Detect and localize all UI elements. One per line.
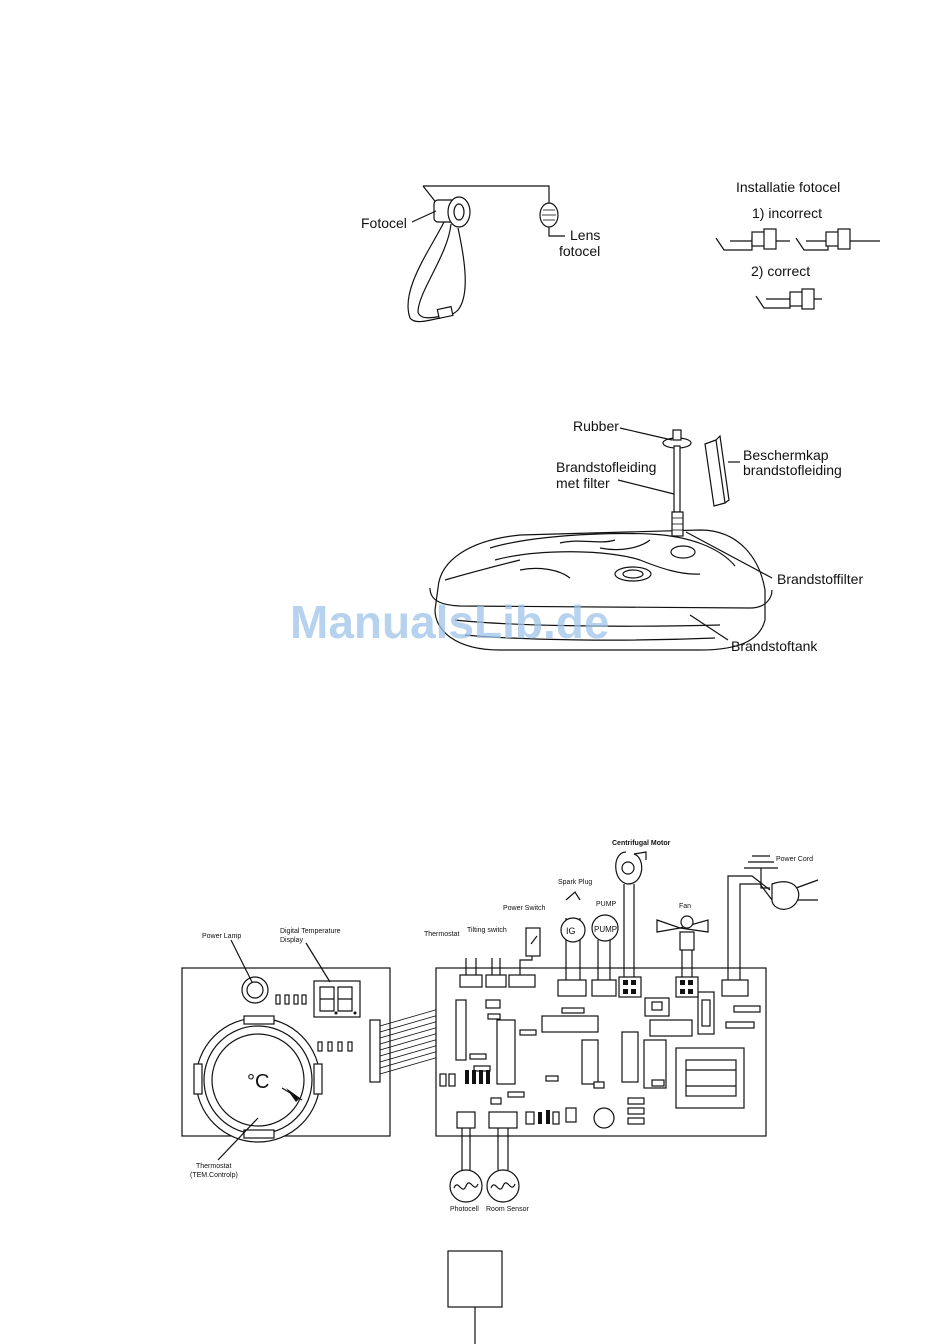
cover-label-1: Beschermkap (743, 447, 829, 463)
digital-display (313, 980, 361, 1018)
centrifugal-motor-label: Centrifugal Motor (612, 840, 671, 847)
pump-symbol: PUMP (594, 925, 617, 934)
sensors-illustration (449, 1128, 520, 1203)
cover-label-2: brandstofleiding (743, 462, 842, 478)
correct-install-illustration (755, 288, 822, 310)
wiring-figure: °C (181, 840, 819, 1213)
rubber-label: Rubber (573, 418, 619, 434)
lens-illustration (539, 202, 565, 237)
incorrect-label: 1) incorrect (752, 205, 822, 221)
control-board: °C (181, 939, 391, 1161)
power-cord-label: Power Cord (776, 856, 813, 863)
fuel-line-label-2: met filter (556, 475, 610, 491)
spark-plug-label: Spark Plug (558, 879, 592, 886)
correct-label: 2) correct (751, 263, 810, 279)
photocell-illustration (407, 196, 471, 323)
power-cord-illustration (727, 855, 819, 980)
lens-label-1: Lens (570, 227, 600, 243)
digital-temp-label-2: Display (280, 937, 303, 944)
fotocel-label: Fotocel (361, 215, 407, 231)
main-board (435, 927, 767, 1137)
protective-cap-illustration (704, 434, 730, 507)
celsius-label: °C (247, 1071, 269, 1093)
install-title: Installatie fotocel (736, 179, 840, 195)
page-number-box (447, 1250, 503, 1344)
pump-label: PUMP (596, 901, 617, 908)
fuel-line-illustration (662, 429, 692, 537)
power-switch-label: Power Switch (503, 905, 546, 912)
digital-temp-label-1: Digital Temperature (280, 928, 341, 935)
ig-symbol: IG (566, 926, 576, 936)
tank-figure: Rubber Brandstofleiding met filter Besch… (429, 418, 863, 654)
tank-label: Brandstoftank (731, 638, 818, 654)
centrifugal-motor-illustration (615, 851, 647, 977)
thermostat-label-1: Thermostat (196, 1163, 231, 1170)
fan-label: Fan (679, 903, 691, 910)
fan-illustration (656, 915, 709, 977)
ignition-illustration: IG PUMP (560, 891, 619, 980)
watermark: ManualsLib.de (290, 596, 609, 648)
thermostat-connector-label: Thermostat (424, 931, 459, 938)
fuel-tank-illustration (429, 529, 773, 651)
lens-label-2: fotocel (559, 243, 600, 259)
fuel-line-label-1: Brandstofleiding (556, 459, 656, 475)
room-sensor-label: Room Sensor (486, 1206, 529, 1213)
thermostat-label-2: (TEM.Controlp) (190, 1172, 238, 1179)
photocell-label: Photocell (450, 1206, 479, 1213)
power-lamp-label: Power Lamp (202, 933, 241, 940)
incorrect-install-illustration (715, 228, 880, 251)
filter-label: Brandstoffilter (777, 571, 863, 587)
tilting-switch-label: Tilting switch (467, 927, 507, 934)
photocell-figure: Fotocel Lens fotocel Installatie fotocel… (361, 179, 880, 323)
